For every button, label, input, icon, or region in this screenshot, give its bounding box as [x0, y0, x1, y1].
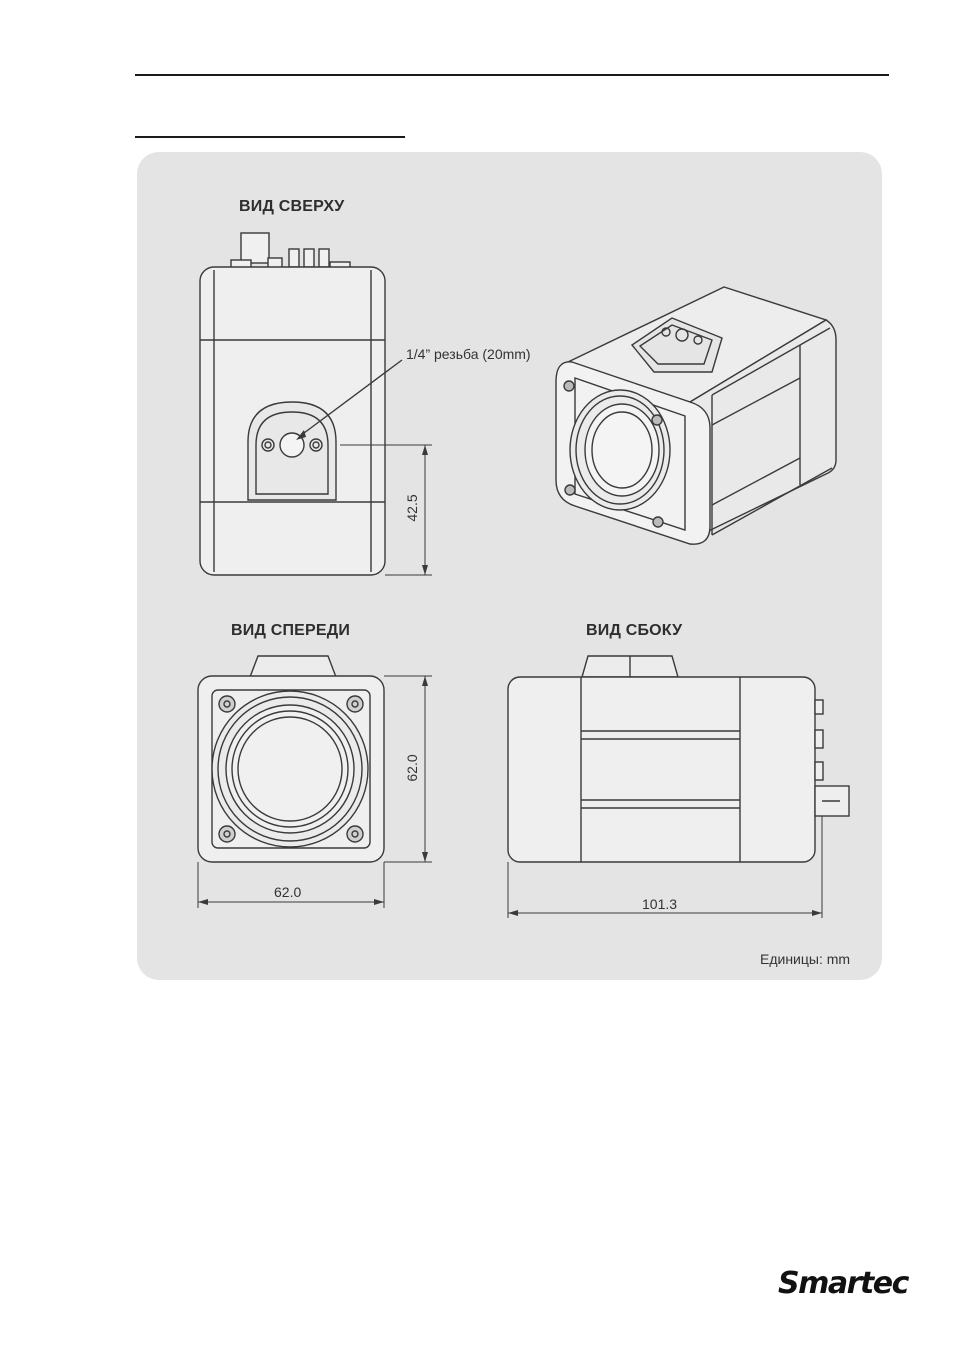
top-view-drawing — [200, 233, 432, 575]
side-view-drawing — [508, 656, 849, 918]
isometric-view-drawing — [556, 287, 836, 544]
smartec-logo: Smartec — [778, 1262, 888, 1306]
front-view-label: ВИД СПЕРЕДИ — [231, 622, 350, 640]
thread-annotation: 1/4” резьба (20mm) — [406, 346, 531, 362]
front-view-drawing — [198, 656, 432, 908]
side-view-label: ВИД СБОКУ — [586, 622, 682, 640]
dimension-side-length: 101.3 — [642, 896, 677, 912]
units-label: Единицы: mm — [760, 951, 850, 967]
dimension-front-width: 62.0 — [274, 884, 301, 900]
dimension-front-height: 62.0 — [404, 752, 420, 784]
brand-name: Smartec — [778, 1266, 908, 1301]
dimension-top-height: 42.5 — [404, 492, 420, 524]
top-view-label: ВИД СВЕРХУ — [239, 198, 344, 216]
